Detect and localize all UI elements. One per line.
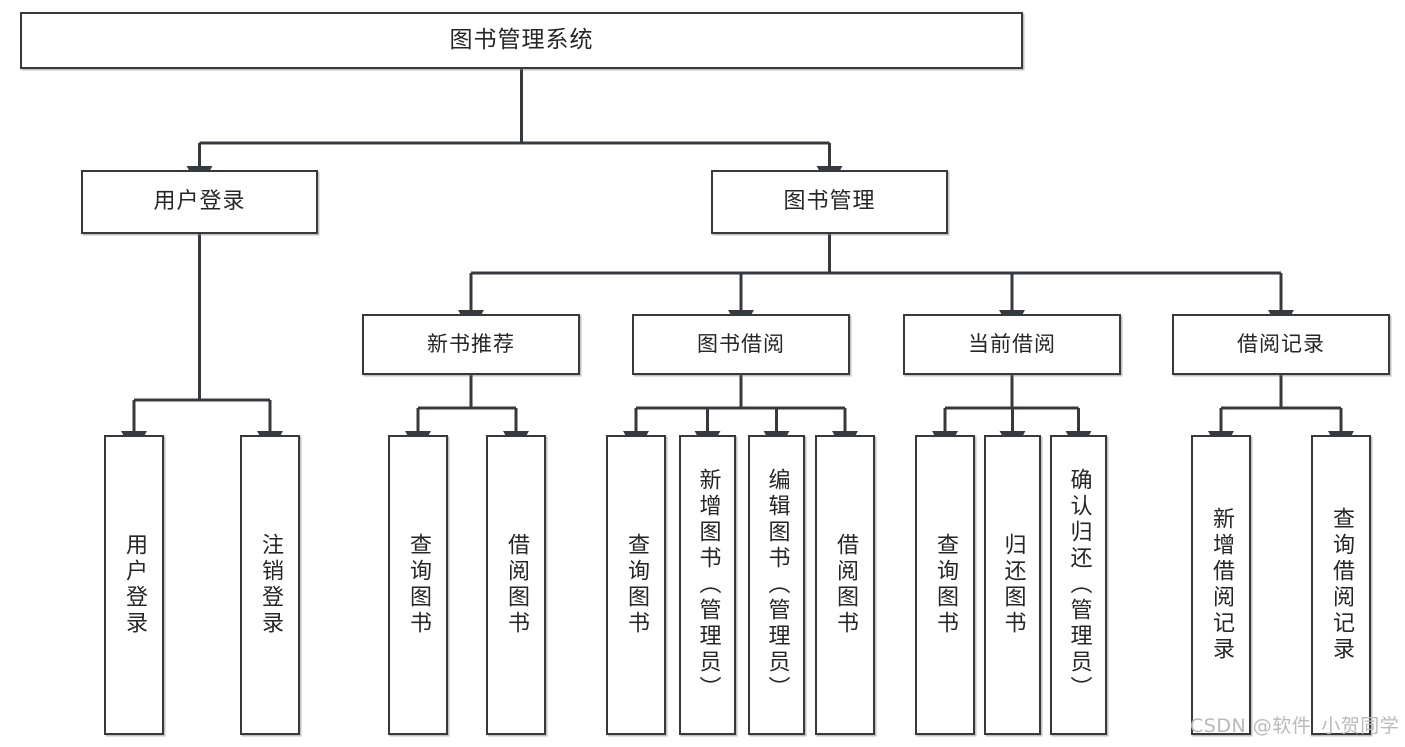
node-label: 查询图书	[624, 533, 649, 637]
node-label: 当前借阅	[968, 332, 1056, 357]
node-leaf-borrow-edit-book[interactable]: 编辑图书（管理员）	[748, 435, 805, 735]
node-label: 归还图书	[1000, 533, 1026, 637]
node-leaf-record-query[interactable]: 查询借阅记录	[1311, 435, 1371, 735]
node-current-borrow[interactable]: 当前借阅	[903, 314, 1121, 375]
node-leaf-borrow-query-book[interactable]: 查询图书	[606, 435, 666, 735]
node-leaf-current-query-book[interactable]: 查询图书	[915, 435, 975, 735]
node-label: 借阅图书	[833, 533, 858, 637]
node-leaf-new-query-book[interactable]: 查询图书	[388, 435, 448, 735]
node-label: 图书管理	[783, 189, 876, 215]
node-leaf-current-return-book[interactable]: 归还图书	[984, 435, 1041, 735]
node-label: 确认归还（管理员）	[1066, 468, 1092, 702]
node-label: 图书借阅	[697, 332, 785, 357]
node-leaf-current-confirm-return[interactable]: 确认归还（管理员）	[1050, 435, 1107, 735]
node-borrow-record[interactable]: 借阅记录	[1172, 314, 1390, 375]
node-leaf-borrow-add-book[interactable]: 新增图书（管理员）	[679, 435, 736, 735]
csdn-watermark: CSDN @软件_小贺同学	[1190, 715, 1400, 737]
node-leaf-user-logout[interactable]: 注销登录	[240, 435, 300, 735]
node-root-system[interactable]: 图书管理系统	[20, 12, 1023, 69]
node-leaf-user-login[interactable]: 用户登录	[104, 435, 164, 735]
node-label: 借阅记录	[1237, 332, 1325, 357]
node-label: 用户登录	[122, 533, 147, 637]
node-label: 新书推荐	[427, 332, 515, 357]
node-new-book-recommend[interactable]: 新书推荐	[362, 314, 580, 375]
node-label: 注销登录	[258, 533, 283, 637]
edge-paths	[121, 69, 1354, 455]
node-label: 查询图书	[406, 533, 431, 637]
node-label: 新增图书（管理员）	[695, 468, 721, 702]
node-label: 借阅图书	[504, 533, 529, 637]
node-label: 编辑图书（管理员）	[764, 468, 790, 702]
node-book-borrow[interactable]: 图书借阅	[632, 314, 850, 375]
node-leaf-borrow-borrow-book[interactable]: 借阅图书	[815, 435, 875, 735]
node-leaf-new-borrow-book[interactable]: 借阅图书	[486, 435, 546, 735]
node-user-login-module[interactable]: 用户登录	[81, 170, 318, 234]
node-label: 用户登录	[153, 189, 246, 215]
node-leaf-record-add[interactable]: 新增借阅记录	[1191, 435, 1251, 735]
node-label: 查询图书	[933, 533, 958, 637]
node-label: 图书管理系统	[449, 27, 594, 54]
node-label: 查询借阅记录	[1329, 507, 1354, 663]
node-label: 新增借阅记录	[1209, 507, 1234, 663]
node-book-management-module[interactable]: 图书管理	[711, 170, 948, 234]
